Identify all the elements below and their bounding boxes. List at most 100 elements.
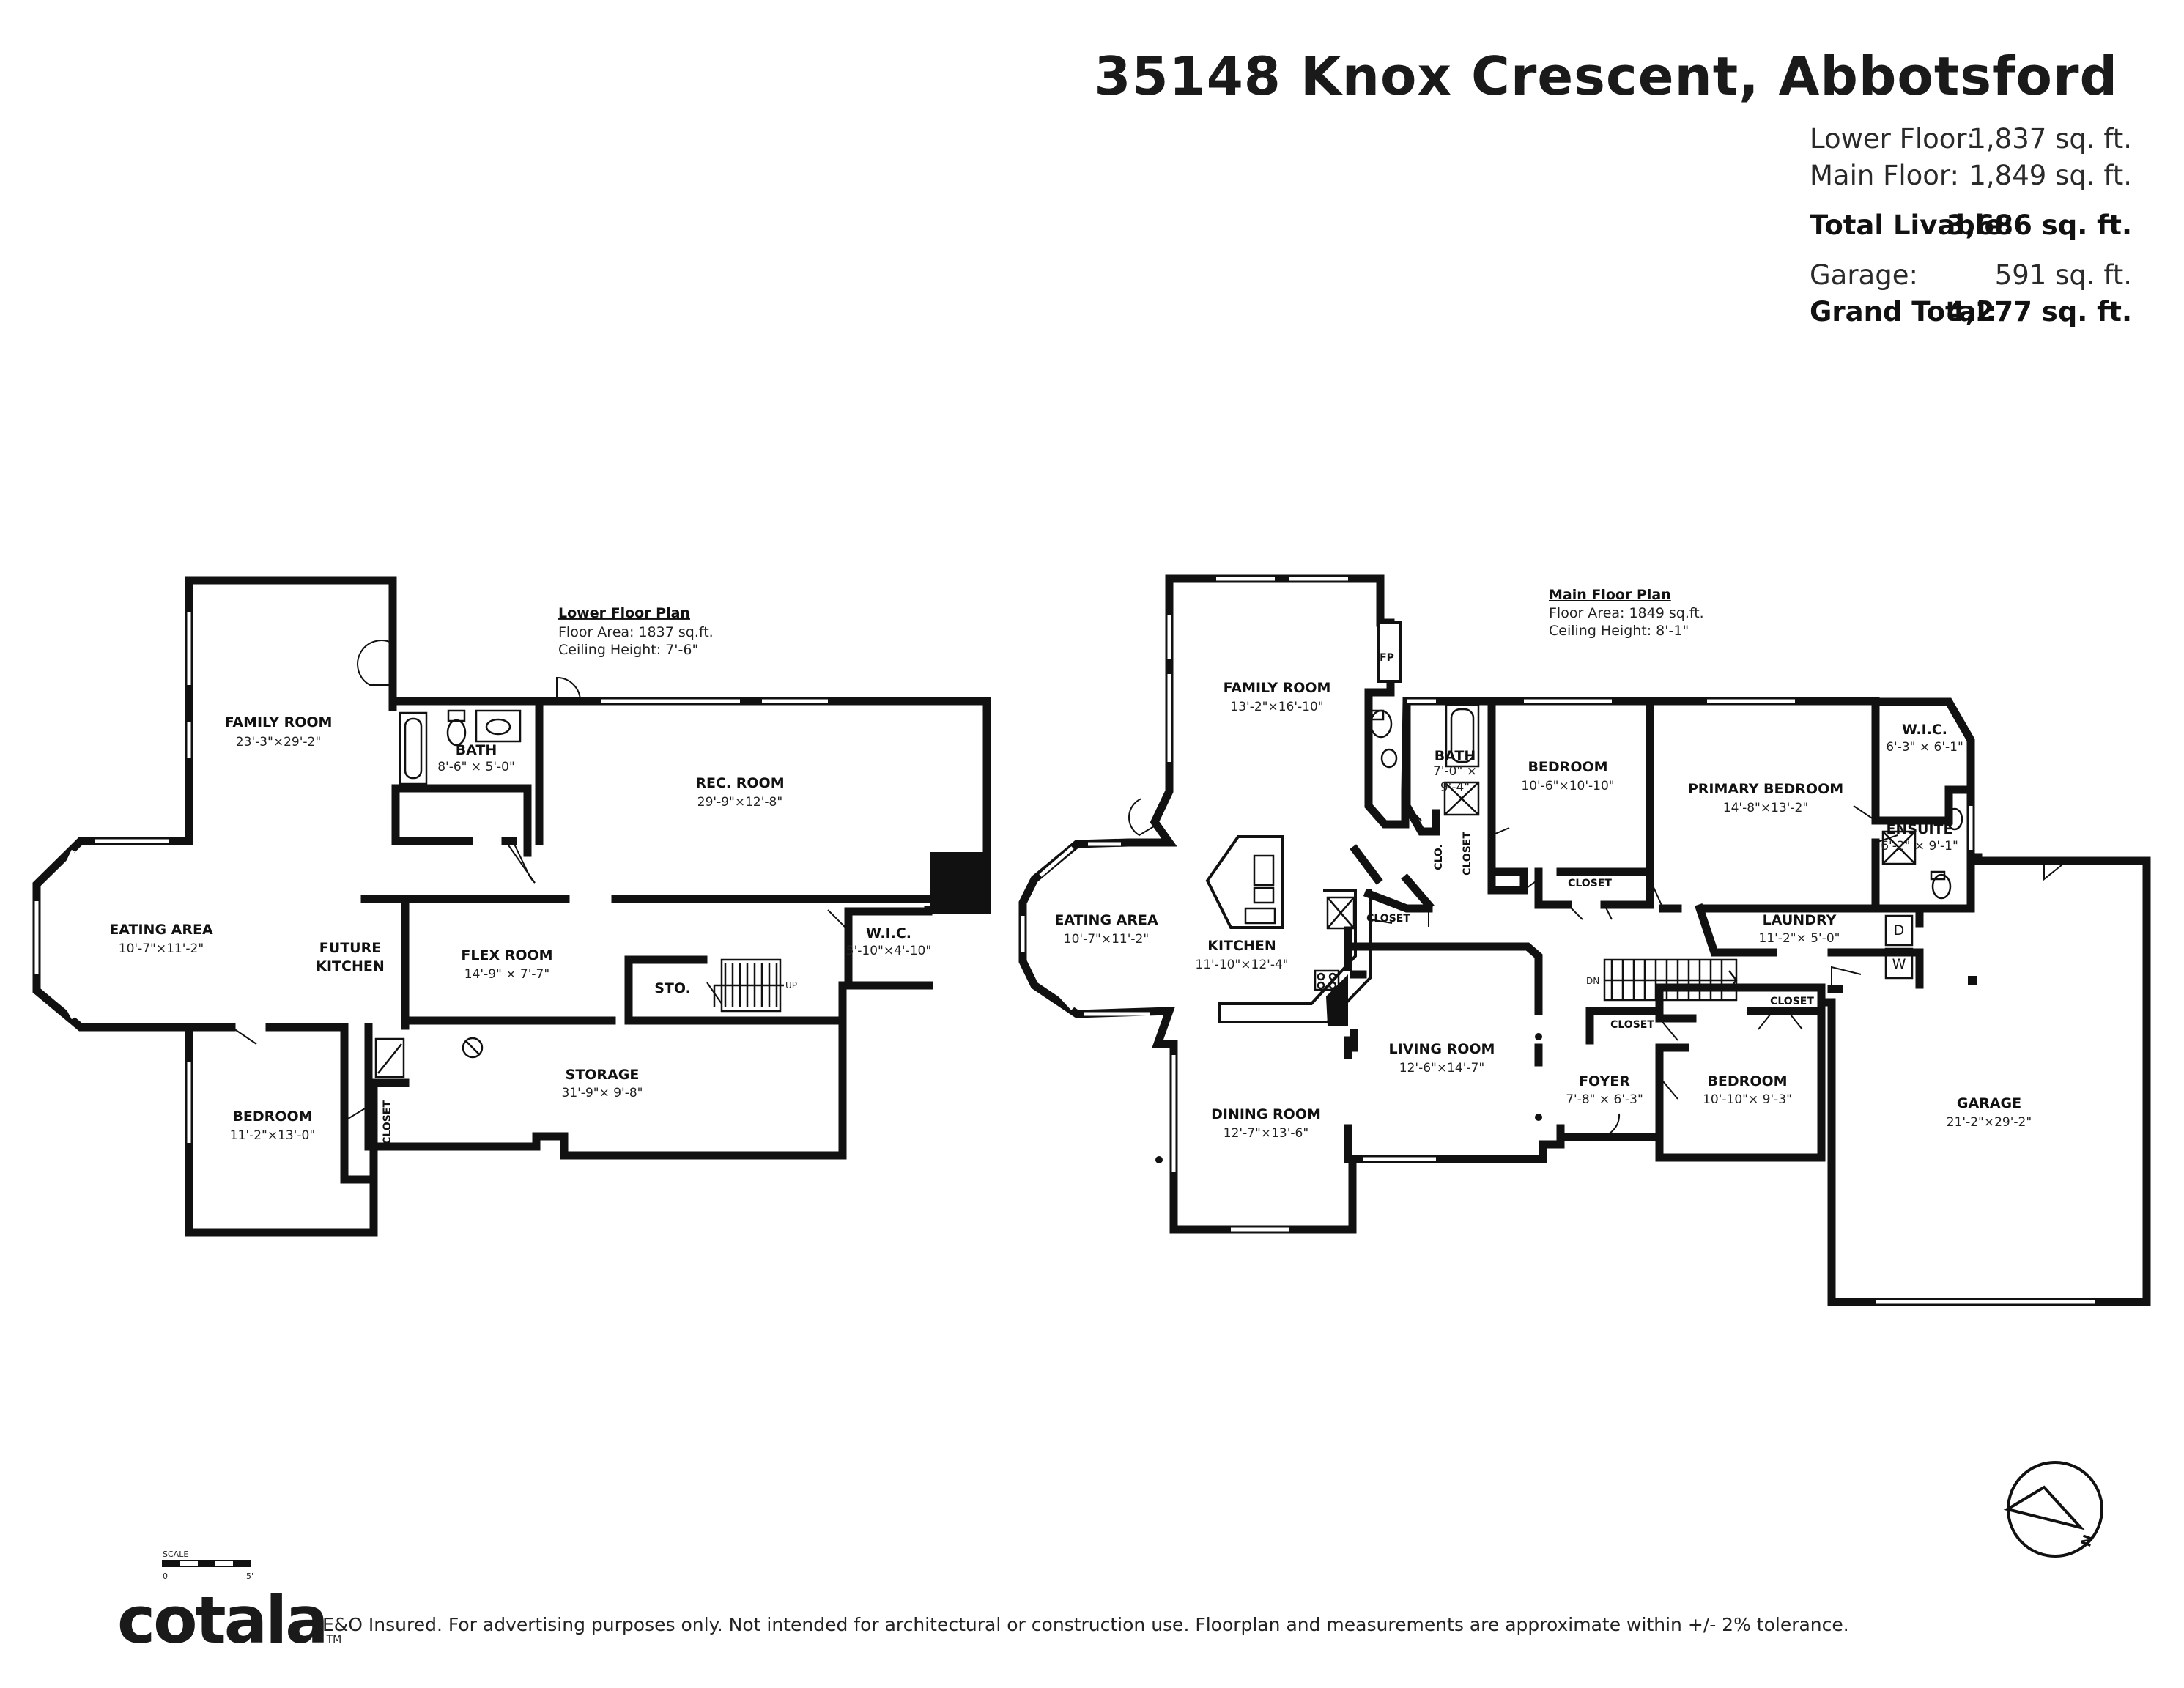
main-eating-area-dims: 10'-7"×11'-2" <box>1064 932 1149 947</box>
lower-rec-room-dims: 29'-9"×12'-8" <box>697 795 782 810</box>
main-family-room-dims: 13'-2"×16'-10" <box>1230 700 1323 714</box>
area-row-main: Main Floor: 1,849 sq. ft. <box>1810 160 2132 196</box>
area-label: Total Livable: <box>1810 210 2014 241</box>
scale-start-label: 0' <box>163 1572 170 1581</box>
lower-storage-dims: 31'-9"× 9'-8" <box>562 1086 643 1100</box>
lower-bedroom-dims: 11'-2"×13'-0" <box>230 1128 315 1143</box>
area-value: 1,849 sq. ft. <box>1969 160 2132 191</box>
primary-bedroom-dims: 14'-8"×13'-2" <box>1723 801 1808 815</box>
lower-rec-room-label: REC. ROOM <box>695 775 784 791</box>
lower-wic-dims: 5'-10"×4'-10" <box>846 944 931 958</box>
washer-label: W <box>1892 956 1906 972</box>
dining-room-dims: 12'-7"×13'-6" <box>1224 1126 1308 1141</box>
lower-stairs <box>713 958 784 1013</box>
main-clo-label: CLO. <box>1433 844 1445 870</box>
lower-plan-ceiling: Ceiling Height: 7'-6" <box>558 642 698 658</box>
main-bedroom1-closet-label: CLOSET <box>1568 878 1612 889</box>
primary-bedroom-label: PRIMARY BEDROOM <box>1688 781 1843 797</box>
lower-bath-label: BATH <box>456 742 497 758</box>
main-windows <box>1021 577 2095 1304</box>
main-doors <box>1128 798 2063 1139</box>
lower-flex-room-dims: 14'-9" × 7'-7" <box>464 967 549 982</box>
area-row-garage: Garage: 591 sq. ft. <box>1810 259 2132 296</box>
kitchen-fixtures <box>1205 835 1372 1026</box>
logo-wordmark: cotala <box>117 1582 329 1658</box>
lower-bath-fixtures <box>399 709 522 785</box>
lower-closet-label: CLOSET <box>382 1100 393 1144</box>
main-bath-dims-2: 9'-4" <box>1440 780 1470 795</box>
scale-end-label: 5' <box>246 1572 253 1581</box>
fireplace-label: FP <box>1380 652 1394 664</box>
foyer-label: FOYER <box>1579 1073 1630 1089</box>
lower-plan-heading: Lower Floor Plan <box>558 605 690 621</box>
area-label: Grand Total: <box>1810 296 1997 327</box>
lower-storage-label: STORAGE <box>566 1067 640 1083</box>
main-plan-heading: Main Floor Plan <box>1549 587 1671 603</box>
main-eating-area-label: EATING AREA <box>1054 912 1158 928</box>
foyer-dims: 7'-8" × 6'-3" <box>1566 1092 1643 1107</box>
kitchen-label: KITCHEN <box>1207 938 1276 954</box>
area-row-total-livable: Total Livable: 3,686 sq. ft. <box>1810 210 2132 246</box>
dryer-label: D <box>1894 922 1905 939</box>
main-plan-floor-area: Floor Area: 1849 sq.ft. <box>1549 605 1704 621</box>
lower-bath-dims: 8'-6" × 5'-0" <box>437 760 515 774</box>
main-bath-fixtures <box>1369 703 1963 900</box>
lower-sto-label: STO. <box>654 980 691 996</box>
lower-wic-label: W.I.C. <box>866 925 911 941</box>
scale-bar: SCALE 0' 5' <box>162 1550 253 1581</box>
lower-exterior-wall <box>32 576 991 1237</box>
main-family-room-label: FAMILY ROOM <box>1224 680 1331 696</box>
lower-interior-walls <box>185 697 933 1184</box>
lower-future-kitchen-label-2: KITCHEN <box>316 958 384 974</box>
area-summary: Lower Floor: 1,837 sq. ft. Main Floor: 1… <box>1810 123 2132 333</box>
lower-family-room-label: FAMILY ROOM <box>225 714 333 730</box>
logo-trademark: TM <box>326 1634 342 1646</box>
main-bedroom2-label: BEDROOM <box>1707 1073 1787 1089</box>
main-bedroom1-label: BEDROOM <box>1528 759 1607 775</box>
living-room-dims: 12'-6"×14'-7" <box>1399 1061 1484 1076</box>
lower-floor-plan: FAMILY ROOM 23'-3"×29'-2" BATH 8'-6" × 5… <box>32 576 991 1237</box>
main-bedroom2-dims: 10'-10"× 9'-3" <box>1703 1092 1792 1107</box>
lower-windows <box>34 612 828 1143</box>
fireplace <box>1377 621 1402 683</box>
area-value: 3,686 sq. ft. <box>1946 210 2132 241</box>
bedroom2-closet-label: CLOSET <box>1770 996 1814 1007</box>
main-stairs-dn-label: DN <box>1586 976 1599 986</box>
area-label: Main Floor: <box>1810 160 1959 191</box>
laundry-dims: 11'-2"× 5'-0" <box>1759 931 1840 946</box>
lower-future-kitchen-label-1: FUTURE <box>319 940 381 956</box>
dining-room-label: DINING ROOM <box>1211 1106 1321 1122</box>
disclaimer-text: E&O Insured. For advertising purposes on… <box>322 1614 1849 1635</box>
scale-label: SCALE <box>163 1550 188 1559</box>
laundry-label: LAUNDRY <box>1763 912 1837 928</box>
ensuite-label: ENSUITE <box>1886 821 1952 837</box>
kitchen-closet-label: CLOSET <box>1366 913 1410 925</box>
main-bath-label: BATH <box>1435 748 1476 764</box>
main-stairs <box>1603 958 1738 1002</box>
lower-family-room-dims: 23'-3"×29'-2" <box>236 735 321 749</box>
lower-doors <box>231 640 849 1122</box>
main-posts <box>1155 976 1977 1163</box>
ensuite-dims: 6'-2" × 9'-1" <box>1881 839 1958 854</box>
garage-dims: 21'-2"×29'-2" <box>1947 1115 2032 1130</box>
area-label: Garage: <box>1810 259 1918 291</box>
main-floor-plan: D W <box>1018 574 2151 1306</box>
area-value: 1,837 sq. ft. <box>1969 123 2132 155</box>
main-plan-ceiling: Ceiling Height: 8'-1" <box>1549 623 1689 639</box>
lower-stairs-up-label: UP <box>785 980 797 991</box>
foyer-closet-label: CLOSET <box>1610 1019 1654 1031</box>
living-room-label: LIVING ROOM <box>1389 1041 1495 1057</box>
lower-storage-fixtures <box>374 1037 484 1078</box>
main-bath-dims-1: 7'-0" × <box>1433 764 1477 779</box>
washer <box>1884 947 1914 980</box>
area-value: 591 sq. ft. <box>1994 259 2132 291</box>
lower-bedroom-label: BEDROOM <box>232 1108 312 1125</box>
lower-eating-area-label: EATING AREA <box>109 922 213 938</box>
main-wic-dims: 6'-3" × 6'-1" <box>1886 740 1963 755</box>
area-value: 4,277 sq. ft. <box>1946 296 2132 327</box>
area-label: Lower Floor: <box>1810 123 1976 155</box>
area-row-lower: Lower Floor: 1,837 sq. ft. <box>1810 123 2132 160</box>
cotala-logo: cotalaTM <box>117 1582 341 1658</box>
north-compass: N <box>2003 1461 2103 1558</box>
